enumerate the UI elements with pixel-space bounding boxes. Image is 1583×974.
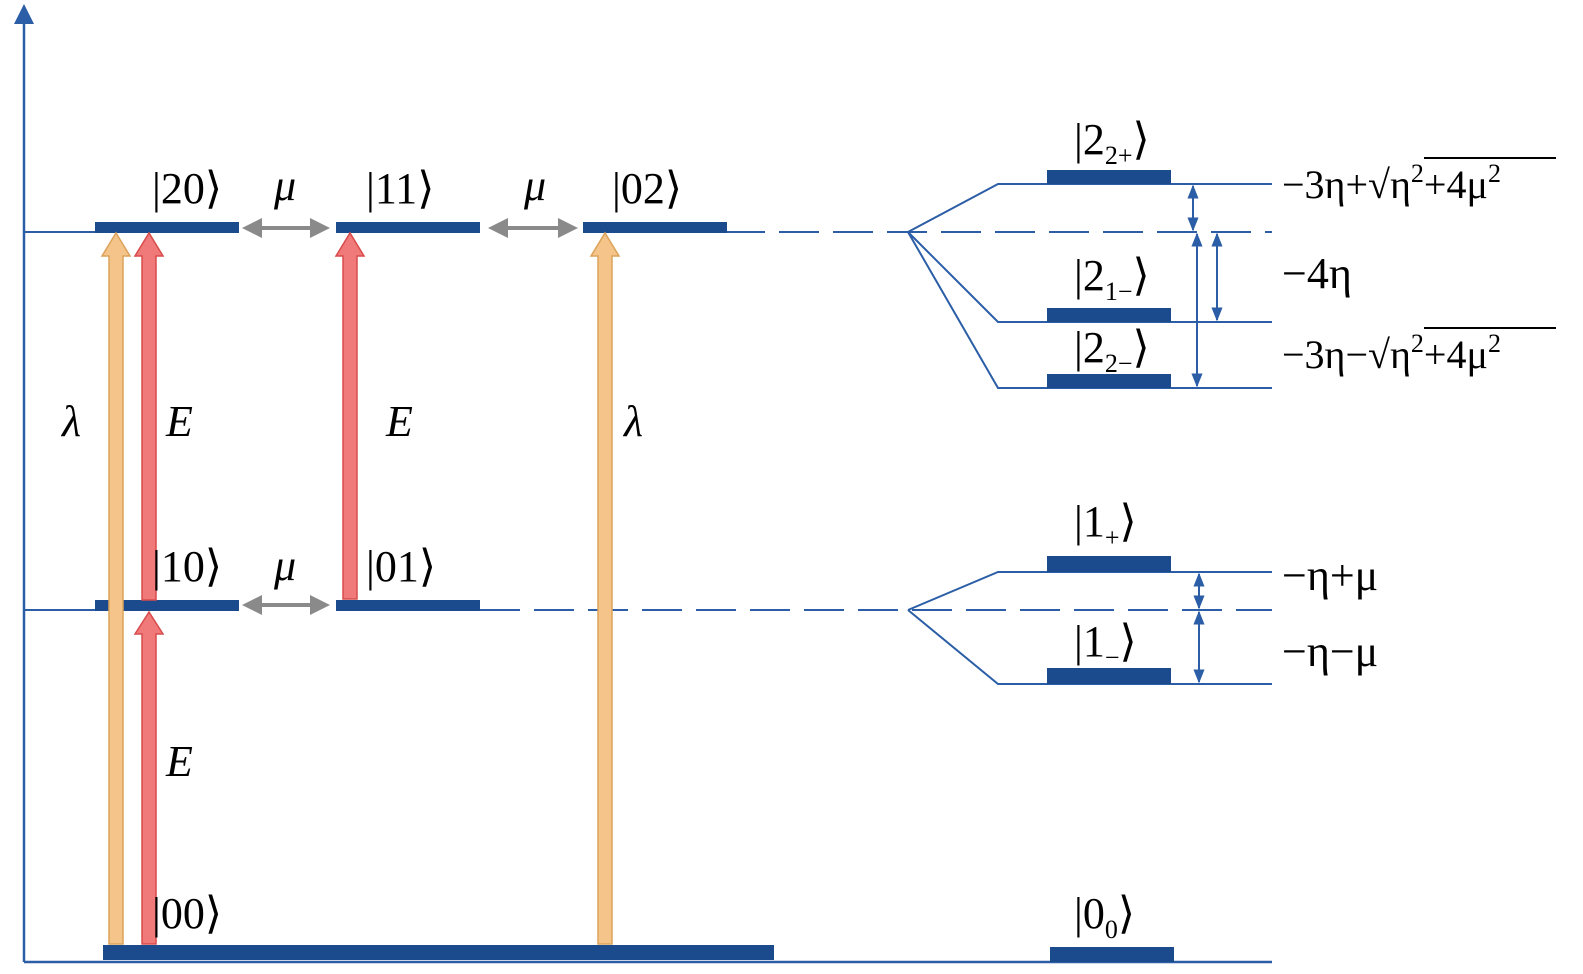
level-bar-20 [95, 222, 239, 233]
level-bar-00 [103, 945, 774, 960]
energy-label-2minus: −3η−√η2+4μ2 [1282, 327, 1556, 377]
split-line-2minus [907, 231, 1272, 389]
state-label-0: |00⟩ [1074, 889, 1135, 944]
lambda-arrow-00-20 [100, 231, 132, 945]
svg-text:−3η−√η2+4μ2: −3η−√η2+4μ2 [1282, 329, 1501, 377]
energy-label-2plus: −3η+√η2+4μ2 [1282, 157, 1556, 207]
mu-label-11-02: μ [523, 161, 546, 210]
lambda-label-right: λ [622, 397, 643, 446]
level-bar-2minus [1047, 374, 1171, 388]
level-bar-10 [95, 600, 239, 611]
level-bar-02 [583, 222, 727, 233]
state-label-20: |20⟩ [152, 164, 222, 213]
state-label-2-1minus: |21−⟩ [1074, 251, 1150, 306]
split-line-2plus [907, 183, 1272, 233]
mu-label-20-11: μ [273, 161, 296, 210]
state-label-10: |10⟩ [152, 542, 222, 591]
state-label-1minus: |1−⟩ [1074, 617, 1137, 672]
level-bar-1minus [1047, 668, 1171, 684]
split-line-1plus [907, 571, 1272, 611]
state-label-2minus: |22−⟩ [1074, 323, 1150, 378]
state-label-11: |11⟩ [366, 164, 434, 213]
level-bar-0 [1050, 947, 1174, 962]
energy-label-1minus: −η−μ [1282, 627, 1378, 676]
state-label-2plus: |22+⟩ [1074, 115, 1150, 170]
E-label-lower-left: E [165, 737, 193, 786]
mu-label-10-01: μ [273, 541, 296, 590]
E-arrow-01-11 [334, 231, 366, 600]
state-label-1plus: |1+⟩ [1074, 497, 1137, 552]
E-label-middle: E [385, 397, 413, 446]
state-label-02: |02⟩ [612, 164, 682, 213]
level-bar-01 [336, 600, 480, 611]
split-line-2-1minus [907, 231, 1272, 323]
svg-text:−3η+√η2+4μ2: −3η+√η2+4μ2 [1282, 159, 1501, 207]
energy-label-1plus: −η+μ [1282, 551, 1378, 600]
level-bar-1plus [1047, 556, 1171, 572]
E-arrow-00-10 [133, 610, 165, 945]
level-bar-2-1minus [1047, 308, 1171, 322]
state-label-01: |01⟩ [366, 542, 436, 591]
lambda-arrow-00-02 [589, 231, 621, 945]
E-arrow-10-20 [133, 231, 165, 601]
energy-label-4eta: −4η [1282, 249, 1352, 298]
level-bar-11 [336, 222, 480, 233]
level-bar-2plus [1047, 170, 1171, 184]
split-line-1minus [907, 609, 1272, 685]
E-label-upper-left: E [165, 397, 193, 446]
state-label-00: |00⟩ [152, 889, 222, 938]
lambda-label-left: λ [60, 397, 81, 446]
